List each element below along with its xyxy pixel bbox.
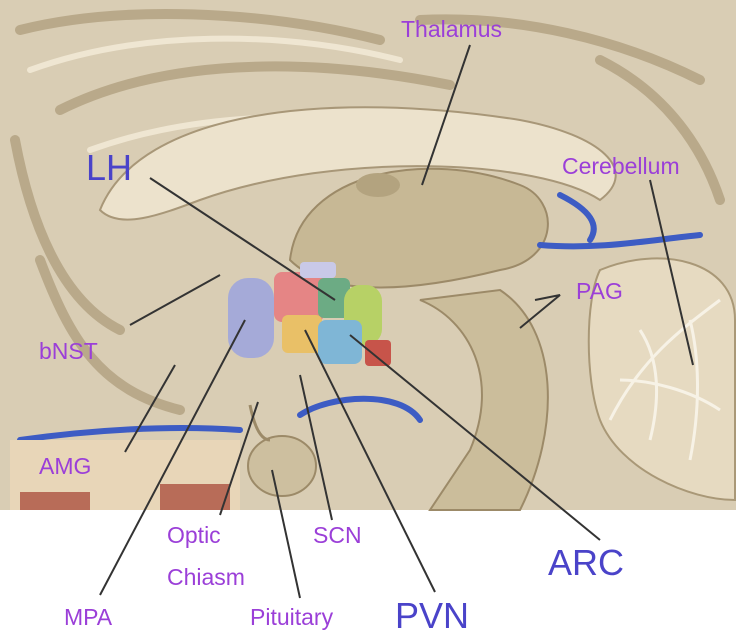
lh-nucleus [274,272,324,322]
label-scn: SCN [313,524,362,547]
label-bnst: bNST [39,340,98,363]
label-pituitary: Pituitary [250,606,333,629]
label-cerebellum: Cerebellum [562,155,680,178]
pvn-nucleus [282,315,322,353]
label-thalamus: Thalamus [401,18,502,41]
label-optic-chiasm-line2: Chiasm [167,566,245,589]
label-mpa: MPA [64,606,112,629]
label-lh: LH [86,150,132,186]
label-optic-chiasm-line1: Optic [167,524,221,547]
label-pag: PAG [576,280,623,303]
label-pvn: PVN [395,598,469,634]
arc-nucleus [318,320,362,364]
label-arc: ARC [548,545,624,581]
pituitary-gland [248,436,316,496]
label-amg: AMG [39,455,91,478]
mpa-nucleus [228,278,274,358]
